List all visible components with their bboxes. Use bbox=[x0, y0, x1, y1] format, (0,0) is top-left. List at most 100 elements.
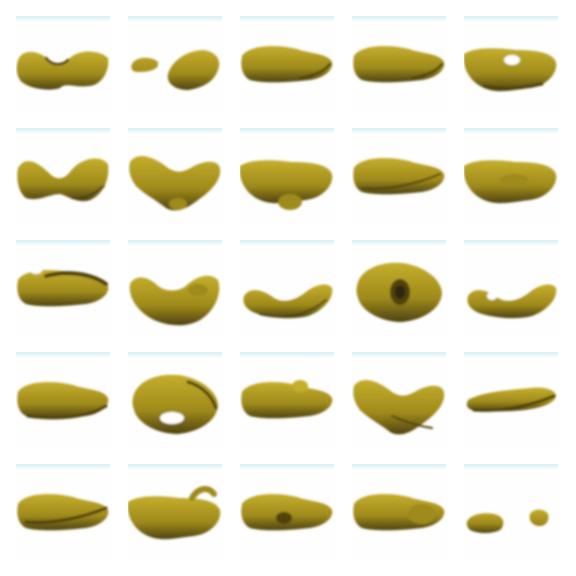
sample-image bbox=[240, 464, 334, 558]
sample-tile bbox=[16, 240, 110, 334]
sample-tile bbox=[464, 128, 558, 222]
sample-image bbox=[128, 240, 222, 334]
tile-top-tint bbox=[240, 464, 334, 470]
blob-edge-shade bbox=[391, 415, 433, 429]
blob-edge-shade bbox=[44, 271, 108, 286]
sample-tile bbox=[240, 240, 334, 334]
sample-tile bbox=[16, 464, 110, 558]
sample-tile bbox=[128, 464, 222, 558]
tile-top-tint bbox=[128, 240, 222, 246]
sample-tile bbox=[16, 352, 110, 446]
yellow-blob bbox=[240, 160, 333, 204]
yellow-blob bbox=[353, 46, 445, 83]
yellow-blob bbox=[353, 379, 445, 435]
yellow-blob bbox=[132, 374, 218, 434]
tile-top-tint bbox=[352, 16, 446, 22]
blob-spot bbox=[276, 512, 292, 524]
tile-top-tint bbox=[240, 128, 334, 134]
tile-top-tint bbox=[464, 16, 558, 22]
yellow-blob bbox=[241, 382, 333, 419]
sample-tile bbox=[240, 16, 334, 110]
sample-image bbox=[240, 240, 334, 334]
sample-image bbox=[464, 16, 558, 110]
blob-spot bbox=[500, 174, 528, 186]
tile-top-tint bbox=[128, 16, 222, 22]
yellow-blob bbox=[241, 494, 333, 531]
tile-top-tint bbox=[240, 16, 334, 22]
sample-image bbox=[464, 240, 558, 334]
tile-top-tint bbox=[16, 464, 110, 470]
blob-edge-shade bbox=[186, 380, 218, 410]
sample-image bbox=[464, 352, 558, 446]
tile-top-tint bbox=[352, 128, 446, 134]
sample-tile bbox=[128, 128, 222, 222]
yellow-blob bbox=[17, 382, 109, 419]
blob-spot bbox=[408, 504, 436, 524]
tile-top-tint bbox=[464, 128, 558, 134]
sample-tile bbox=[464, 240, 558, 334]
sample-tile bbox=[128, 352, 222, 446]
blob-edge-shade bbox=[410, 62, 444, 80]
tile-top-tint bbox=[128, 128, 222, 134]
tile-top-tint bbox=[240, 352, 334, 358]
sample-image bbox=[240, 128, 334, 222]
blob-edge-shade bbox=[24, 506, 108, 524]
sample-tile bbox=[16, 128, 110, 222]
sample-image bbox=[352, 128, 446, 222]
sample-image bbox=[128, 352, 222, 446]
blob-spot bbox=[395, 285, 405, 299]
tile-top-tint bbox=[16, 240, 110, 246]
yellow-blob bbox=[466, 387, 556, 412]
blob-spot bbox=[188, 284, 208, 296]
yellow-blob bbox=[16, 51, 109, 90]
tile-top-tint bbox=[352, 464, 446, 470]
tile-top-tint bbox=[464, 240, 558, 246]
tile-top-tint bbox=[464, 352, 558, 358]
sample-tile bbox=[352, 16, 446, 110]
blob-spot bbox=[504, 55, 520, 65]
sample-image bbox=[240, 352, 334, 446]
tile-top-tint bbox=[16, 128, 110, 134]
tile-top-tint bbox=[128, 352, 222, 358]
blob-edge-shade bbox=[361, 173, 441, 190]
blob-edge-shade bbox=[26, 404, 108, 420]
blob-edge-shade bbox=[71, 185, 105, 200]
yellow-blob bbox=[241, 46, 333, 83]
blob-edge-shade bbox=[298, 62, 332, 80]
sample-image bbox=[16, 128, 110, 222]
yellow-blob bbox=[17, 270, 109, 307]
sample-tile bbox=[464, 352, 558, 446]
blob-spot bbox=[278, 194, 302, 210]
blob-spot bbox=[169, 198, 187, 210]
yellow-blob bbox=[131, 50, 220, 90]
sample-image bbox=[352, 352, 446, 446]
blob-edge-shade bbox=[482, 82, 544, 90]
sample-image bbox=[16, 464, 110, 558]
sample-image bbox=[352, 240, 446, 334]
blob-edge-shade bbox=[44, 56, 70, 66]
sample-tile bbox=[128, 240, 222, 334]
tile-top-tint bbox=[128, 464, 222, 470]
sample-image bbox=[352, 464, 446, 558]
sample-tile bbox=[352, 240, 446, 334]
sample-tile bbox=[352, 464, 446, 558]
tile-top-tint bbox=[352, 240, 446, 246]
sample-tile bbox=[352, 352, 446, 446]
sample-image bbox=[464, 464, 558, 558]
tile-top-tint bbox=[464, 464, 558, 470]
sample-image bbox=[128, 464, 222, 558]
sample-image bbox=[16, 16, 110, 110]
tile-top-tint bbox=[240, 240, 334, 246]
blob-edge-shade bbox=[259, 299, 327, 318]
sample-tile bbox=[128, 16, 222, 110]
yellow-blob bbox=[129, 155, 221, 211]
tile-top-tint bbox=[352, 352, 446, 358]
sample-tile bbox=[240, 352, 334, 446]
sample-image bbox=[16, 352, 110, 446]
yellow-blob bbox=[353, 158, 445, 195]
yellow-blob bbox=[464, 48, 557, 92]
tile-top-tint bbox=[16, 16, 110, 22]
sample-image bbox=[128, 16, 222, 110]
sample-tile bbox=[464, 16, 558, 110]
